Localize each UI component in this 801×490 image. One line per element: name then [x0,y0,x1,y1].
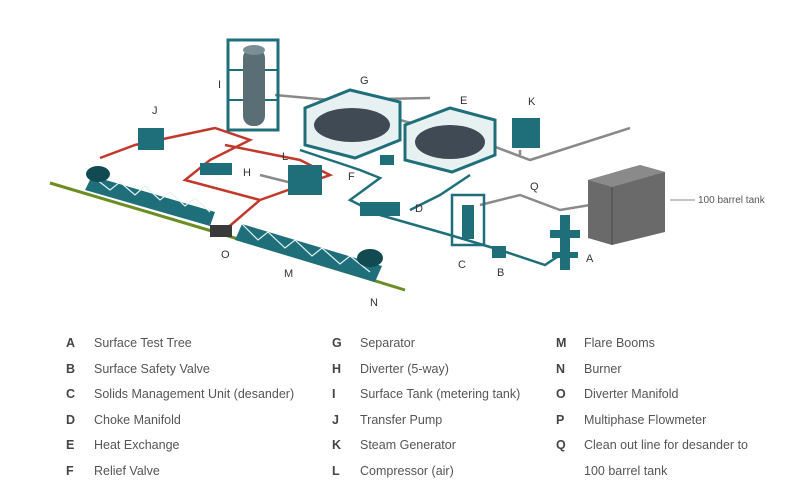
legend-key: M [556,336,567,350]
legend-column-2: G Separator H Diverter (5-way) I Surface Ta… [332,335,520,488]
marker-J: J [152,105,158,117]
legend-key: I [332,387,336,401]
diverter-5way [200,163,232,175]
legend-text: Multiphase Flowmeter [584,412,707,427]
legend-item: I Surface Tank (metering tank) [332,386,520,412]
legend-text: Flare Booms [584,336,655,350]
legend-key: Q [556,438,566,452]
legend-column-1: A Surface Test Tree B Surface Safety Valve… [66,335,294,488]
legend-item: G Separator [332,335,520,361]
legend-text: Surface Tank (metering tank) [360,387,521,401]
relief-valve [380,155,394,165]
marker-H: H [243,167,251,179]
legend-item: M Flare Booms [556,335,748,361]
marker-B: B [497,267,504,279]
legend-text: Burner [584,361,622,376]
legend-text: Compressor (air) [360,463,454,478]
legend-item: H Diverter (5-way) [332,361,520,387]
barrel-tank-caption: 100 barrel tank [698,195,766,206]
legend-item: E Heat Exchange [66,437,294,463]
diverter-manifold [210,225,232,237]
surface-test-tree [550,215,580,270]
legend-text: Diverter Manifold [584,387,679,401]
marker-Q: Q [530,181,539,193]
flare-boom-left [85,166,215,226]
marker-D: D [415,203,423,215]
legend-key-empty [556,463,584,489]
choke-manifold [360,202,400,216]
marker-G: G [360,75,369,87]
legend-text: Diverter (5-way) [360,361,449,376]
surface-tank [226,38,280,132]
marker-L: L [282,151,288,163]
legend-text: Surface Test Tree [94,336,192,350]
legend-key: L [332,463,340,478]
marker-A: A [586,253,594,265]
legend-item: Q Clean out line for desander to [556,437,748,463]
legend-item: K Steam Generator [332,437,520,463]
legend-key: N [556,361,566,376]
marker-I: I [218,79,221,91]
legend-text: Choke Manifold [94,412,181,427]
marker-F: F [348,171,355,183]
legend-key: F [66,463,74,478]
legend-key: K [332,438,342,452]
legend-item: N Burner [556,361,748,387]
legend-text: Clean out line for desander to [584,438,748,452]
marker-C: C [458,259,466,271]
legend-text: 100 barrel tank [584,463,668,478]
legend-item-continuation: 100 barrel tank [556,463,748,489]
legend-key: C [66,387,76,401]
legend-text: Heat Exchange [94,438,180,452]
marker-N: N [370,297,378,309]
legend-item: F Relief Valve [66,463,294,489]
legend-item: D Choke Manifold [66,412,294,438]
solids-management-unit [450,193,486,247]
legend-key: P [556,412,565,427]
legend-key: H [332,361,342,376]
surface-safety-valve [492,246,506,258]
separator [303,88,402,160]
legend-text: Steam Generator [360,438,456,452]
legend-key: G [332,336,342,350]
legend-text: Transfer Pump [360,412,443,427]
legend-item: B Surface Safety Valve [66,361,294,387]
legend-text: Relief Valve [94,463,160,478]
legend-item: J Transfer Pump [332,412,520,438]
legend-item: L Compressor (air) [332,463,520,489]
legend-item: C Solids Management Unit (desander) [66,386,294,412]
legend-key: E [66,438,75,452]
legend-key: J [332,412,339,427]
legend-key: A [66,336,76,350]
legend-key: B [66,361,76,376]
marker-E: E [460,95,467,107]
legend-key: D [66,412,76,427]
compressor [288,165,322,195]
legend-text: Surface Safety Valve [94,361,210,376]
legend-text: Separator [360,336,415,350]
marker-K: K [528,96,536,108]
steam-generator [512,118,540,148]
legend-text: Solids Management Unit (desander) [94,387,295,401]
heat-exchange [403,106,497,174]
marker-O: O [221,249,230,261]
equipment-legend: A Surface Test Tree B Surface Safety Valve… [66,335,786,485]
marker-M: M [284,268,293,280]
legend-item: O Diverter Manifold [556,386,748,412]
diagram-markers: A B C D E F G H I J K L M N O Q [152,75,594,309]
flare-boom-right [235,223,383,282]
transfer-pump [138,128,164,150]
barrel-tank [588,165,665,245]
well-test-layout-diagram: 100 barrel tank A B C D E F G H I J K L … [49,38,766,309]
legend-key: O [556,387,566,401]
legend-item: A Surface Test Tree [66,335,294,361]
legend-item: P Multiphase Flowmeter [556,412,748,438]
